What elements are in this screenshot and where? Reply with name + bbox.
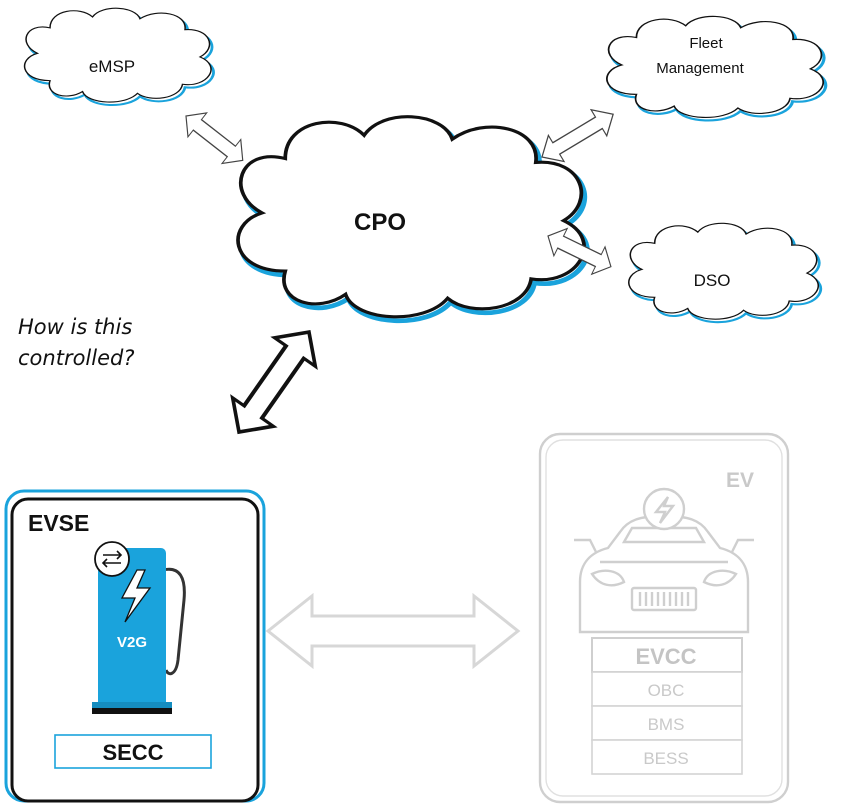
bess-label: BESS: [643, 749, 688, 768]
bms-box: [591, 705, 743, 741]
charging-station-icon: V2G: [92, 548, 186, 714]
emsp-cpo-arrow: [176, 103, 253, 173]
fleet-label-line2: Management: [656, 60, 744, 77]
fleet-management-cloud: Fleet Management: [606, 15, 828, 123]
cpo-fleet-arrow: [533, 100, 622, 171]
evcc-label: EVCC: [635, 644, 696, 669]
obc-box: [591, 671, 743, 707]
cpo-cloud: CPO: [236, 114, 587, 321]
secc-box: [54, 734, 212, 769]
ev-title: EV: [726, 469, 754, 492]
fleet-label-line1: Fleet: [689, 35, 723, 52]
bess-box: [591, 739, 743, 775]
secc-label: SECC: [102, 740, 163, 765]
cpo-label: CPO: [354, 209, 406, 236]
control-question: How is this controlled?: [18, 315, 135, 370]
car-icon: [574, 487, 754, 634]
bidirectional-icon: [94, 541, 130, 577]
dso-cloud: DSO: [628, 222, 823, 324]
ev-box: EV EVCC OBC BMS BESS: [538, 432, 790, 804]
evse-box: EVSE V2G SECC: [4, 489, 266, 803]
emsp-cloud: eMSP: [23, 7, 215, 107]
charger-label: V2G: [117, 634, 147, 651]
dso-label: DSO: [694, 271, 731, 290]
evse-ev-arrow: [265, 592, 521, 670]
cpo-evse-arrow: [216, 315, 332, 449]
evse-title: EVSE: [28, 510, 89, 536]
obc-label: OBC: [648, 681, 685, 700]
bms-label: BMS: [648, 715, 685, 734]
emsp-label: eMSP: [89, 57, 135, 76]
